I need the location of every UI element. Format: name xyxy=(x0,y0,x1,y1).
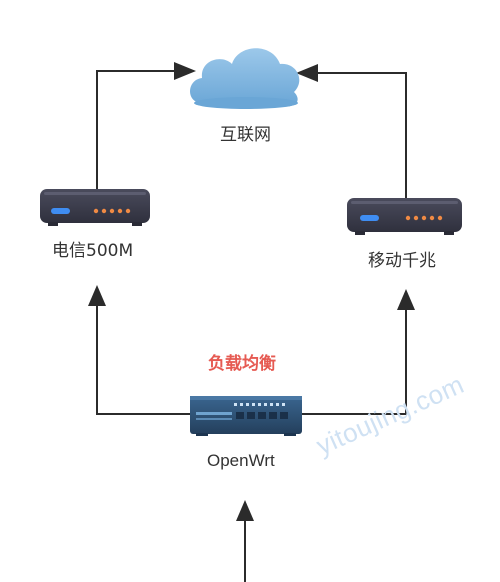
modem-icon xyxy=(347,198,462,235)
modem-icon xyxy=(40,189,150,226)
router-icon xyxy=(190,396,302,436)
isp-right-label: 移动千兆 xyxy=(368,251,436,271)
arrowhead-to-cloud-right xyxy=(296,64,318,82)
arrowhead-to-cloud-left xyxy=(174,62,196,80)
connector-router-to-right-modem xyxy=(302,306,407,415)
arrowhead-to-left-modem xyxy=(88,285,106,306)
arrowhead-to-router xyxy=(236,500,254,521)
router-label: OpenWrt xyxy=(207,451,275,470)
connector-right-modem-to-cloud xyxy=(314,72,407,198)
isp-left-label: 电信500M xyxy=(52,241,134,261)
balancer-label: 负载均衡 xyxy=(208,354,276,374)
arrowhead-to-right-modem xyxy=(397,289,415,310)
cloud-icon xyxy=(190,48,300,109)
internet-label: 互联网 xyxy=(220,125,271,145)
connector-left-modem-to-cloud xyxy=(96,70,180,190)
connector-router-to-left-modem xyxy=(96,302,190,415)
